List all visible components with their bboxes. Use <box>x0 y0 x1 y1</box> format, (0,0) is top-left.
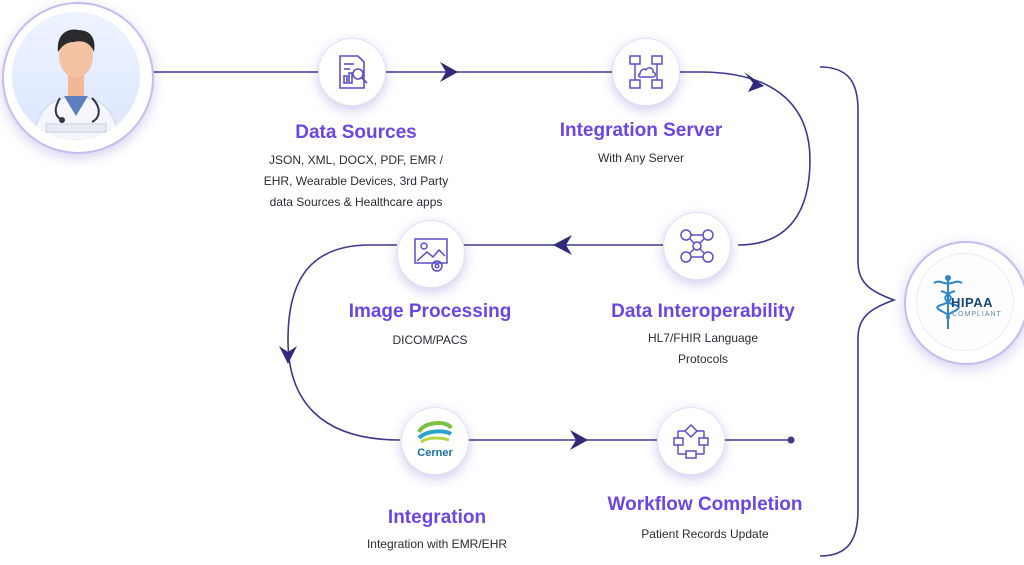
data-interoperability-title: Data Interoperability <box>611 301 795 322</box>
integration-desc: Integration with EMR/EHR <box>367 534 507 555</box>
arrow-heads <box>279 62 764 450</box>
server-network-icon <box>629 55 663 89</box>
hipaa-wordmark: HIPAA <box>951 295 993 310</box>
data-interoperability-desc: HL7/FHIR Language Protocols <box>648 328 758 370</box>
end-dot <box>787 436 795 444</box>
integration-server-node <box>612 38 680 106</box>
image-processing-node <box>397 220 465 288</box>
desc-line: Protocols <box>677 352 729 366</box>
desc-line: data Sources & Healthcare apps <box>269 195 443 209</box>
desc-line: With Any Server <box>597 151 685 165</box>
integration-server-title: Integration Server <box>559 120 723 141</box>
interoperability-icon <box>680 229 714 263</box>
hipaa-caduceus-logo <box>933 275 963 329</box>
image-processing-desc: DICOM/PACS <box>392 330 467 351</box>
workflow-flowchart-icon <box>673 423 709 459</box>
desc-line: Patient Records Update <box>641 527 769 541</box>
workflow-completion-title: Workflow Completion <box>607 494 803 515</box>
desc-line: Integration with EMR/EHR <box>366 537 508 551</box>
workflow-completion-desc: Patient Records Update <box>641 524 768 545</box>
desc-line: DICOM/PACS <box>392 333 468 347</box>
data-sources-node <box>318 38 386 106</box>
doctor-avatar <box>2 2 154 154</box>
data-sources-desc: JSON, XML, DOCX, PDF, EMR / EHR, Wearabl… <box>264 150 449 213</box>
hipaa-subtext: COMPLIANT <box>952 311 1002 318</box>
workflow-completion-node <box>657 407 725 475</box>
image-processing-title: Image Processing <box>348 301 512 322</box>
image-settings-icon <box>414 238 448 272</box>
cerner-node <box>401 407 469 475</box>
doctor-icon <box>33 29 119 140</box>
document-search-icon <box>339 55 368 89</box>
data-interoperability-node <box>663 212 731 280</box>
data-sources-title: Data Sources <box>295 122 417 143</box>
hipaa-badge <box>904 241 1024 365</box>
desc-line: JSON, XML, DOCX, PDF, EMR / <box>268 153 444 167</box>
cerner-wordmark: Cerner <box>417 447 453 459</box>
integration-server-desc: With Any Server <box>598 148 684 169</box>
desc-line: HL7/FHIR Language <box>647 331 759 345</box>
desc-line: EHR, Wearable Devices, 3rd Party <box>263 174 449 188</box>
cerner-logo <box>417 421 453 444</box>
integration-title: Integration <box>387 507 487 528</box>
